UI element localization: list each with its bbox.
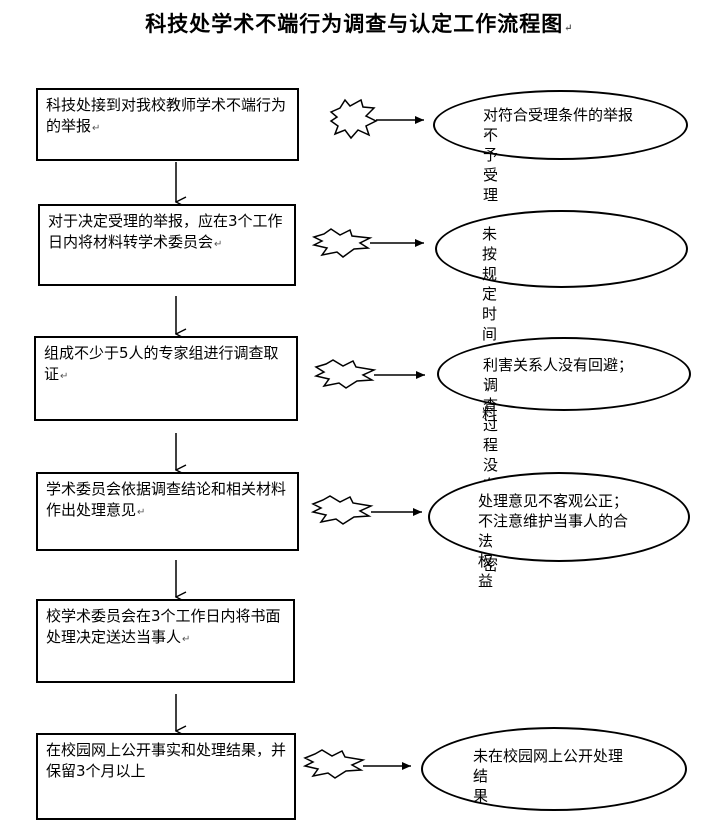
page-title: 科技处学术不端行为调查与认定工作流程图↵ — [145, 11, 574, 36]
exception-oval-3: 利害关系人没有回避； 调查过程没有严格保密↵ — [437, 337, 691, 574]
exception-oval-1: 对符合受理条件的举报 不予受理↵ — [433, 90, 688, 204]
exception-5-line-1: 未在校园网上公开处理 — [473, 747, 624, 765]
exception-oval-4: 处理意见不客观公正； 不注意维护当事人的合 法权益↵ — [428, 472, 690, 590]
exception-4-line-2: 不注意维护当事人的合 — [478, 512, 629, 530]
step-text-2: 对于决定受理的举报，应在3个工作日内将材料转学术委员会 — [48, 212, 283, 251]
exception-4-line-1: 处理意见不客观公正； — [478, 492, 629, 510]
step-box-3: 组成不少于5人的专家组进行调查取证↵ — [34, 336, 298, 421]
exception-1-line-1: 对符合受理条件的举报 — [483, 106, 634, 124]
step-text-6: 在校园网上公开事实和处理结果，并保留3个月以上 — [46, 741, 287, 780]
burst-icon-5 — [302, 749, 366, 779]
burst-icon-3 — [313, 359, 377, 389]
step-text-4: 学术委员会依据调查结论和相关材料作出处理意见 — [46, 480, 287, 519]
step-box-2: 对于决定受理的举报，应在3个工作日内将材料转学术委员会↵ — [38, 204, 296, 286]
step-text-5: 校学术委员会在3个工作日内将书面处理决定送达当事人 — [46, 607, 281, 646]
exception-oval-2: 未按规定时间转交材料↵ — [435, 210, 688, 423]
step-box-1: 科技处接到对我校教师学术不端行为的举报↵ — [36, 88, 299, 161]
burst-icon-4 — [310, 495, 374, 525]
exception-3-line-1: 利害关系人没有回避； — [483, 356, 634, 374]
step-box-6: 在校园网上公开事实和处理结果，并保留3个月以上 — [36, 733, 296, 820]
step-box-5: 校学术委员会在3个工作日内将书面处理决定送达当事人↵ — [36, 599, 295, 683]
step-text-1: 科技处接到对我校教师学术不端行为的举报 — [46, 96, 287, 135]
step-box-4: 学术委员会依据调查结论和相关材料作出处理意见↵ — [36, 472, 299, 551]
exception-oval-5: 未在校园网上公开处理 结果↵ — [421, 727, 687, 811]
burst-icon-2 — [311, 228, 373, 258]
step-text-3: 组成不少于5人的专家组进行调查取证 — [44, 344, 279, 383]
burst-icon-1 — [329, 98, 378, 140]
